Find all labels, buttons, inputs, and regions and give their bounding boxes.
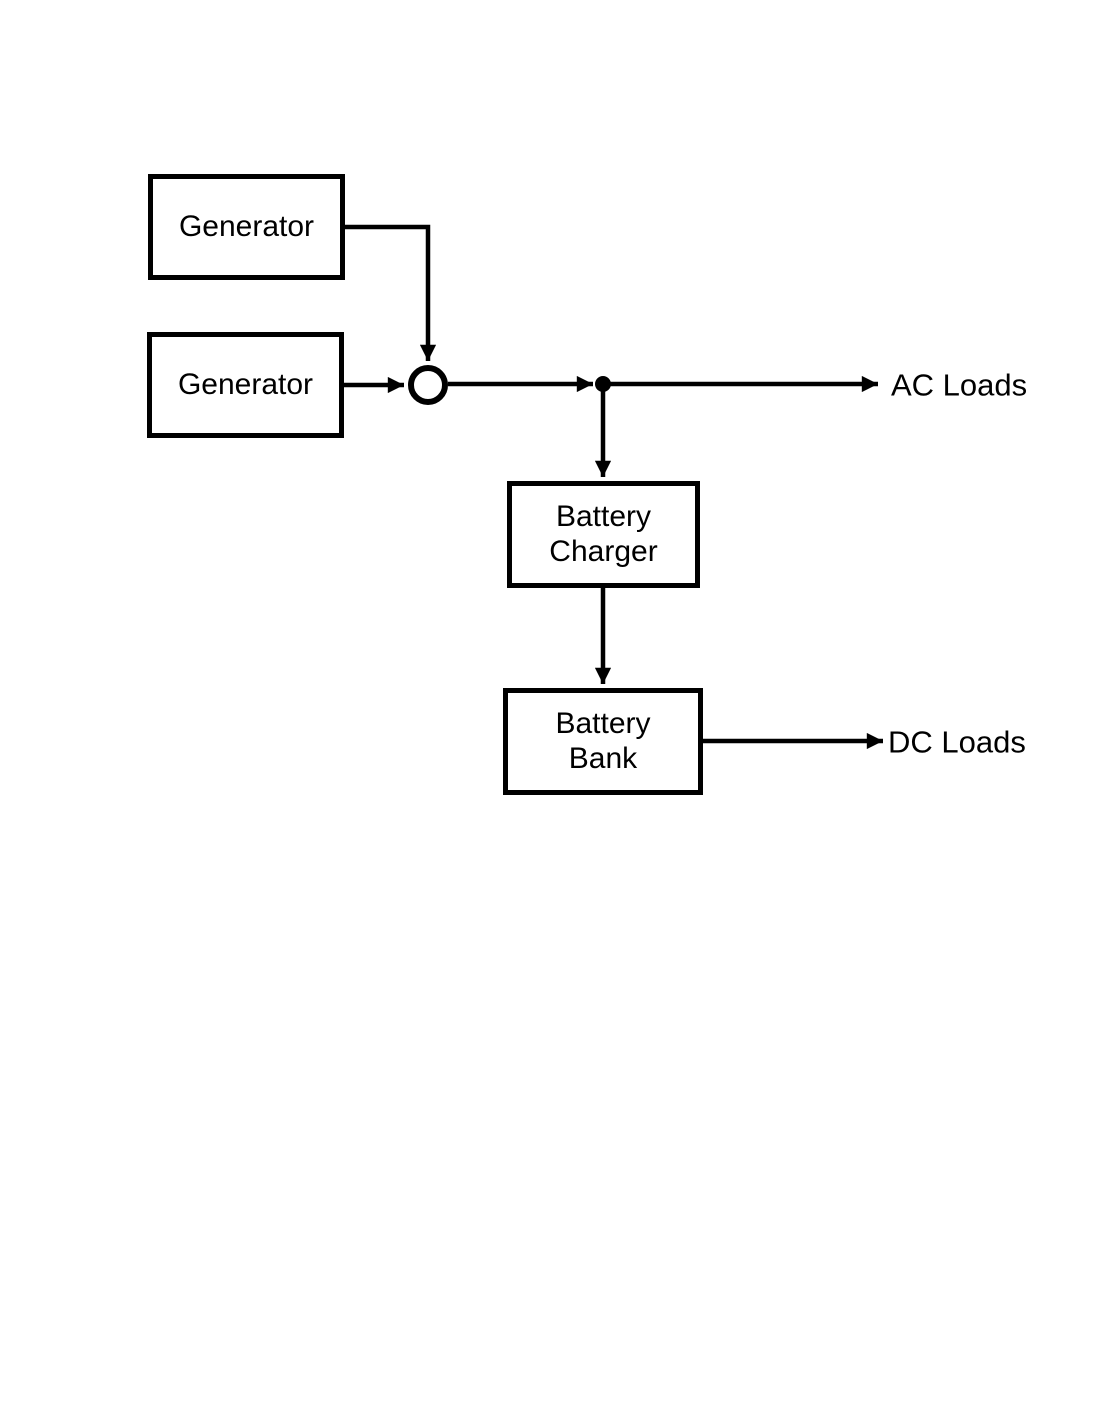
node-battery-bank: Battery Bank: [503, 688, 703, 795]
generator1-to-junction-connector: [344, 224, 437, 361]
node-generator-2: Generator: [147, 332, 344, 438]
dc-loads-label: DC Loads: [888, 724, 1026, 760]
summing-junction-circle: [408, 365, 448, 405]
node-battery-bank-label-line1: Battery: [555, 707, 651, 740]
node-generator-2-label: Generator: [177, 367, 314, 401]
node-battery-bank-label-line2: Bank: [568, 741, 638, 775]
ac-loads-label: AC Loads: [891, 367, 1028, 403]
node-generator-1: Generator: [148, 174, 345, 280]
node-battery-charger-label-line2: Charger: [549, 534, 658, 568]
node-battery-charger-label-line1: Battery: [555, 500, 652, 533]
node-battery-charger: Battery Charger: [507, 481, 700, 588]
node-generator-1-label: Generator: [178, 209, 315, 243]
